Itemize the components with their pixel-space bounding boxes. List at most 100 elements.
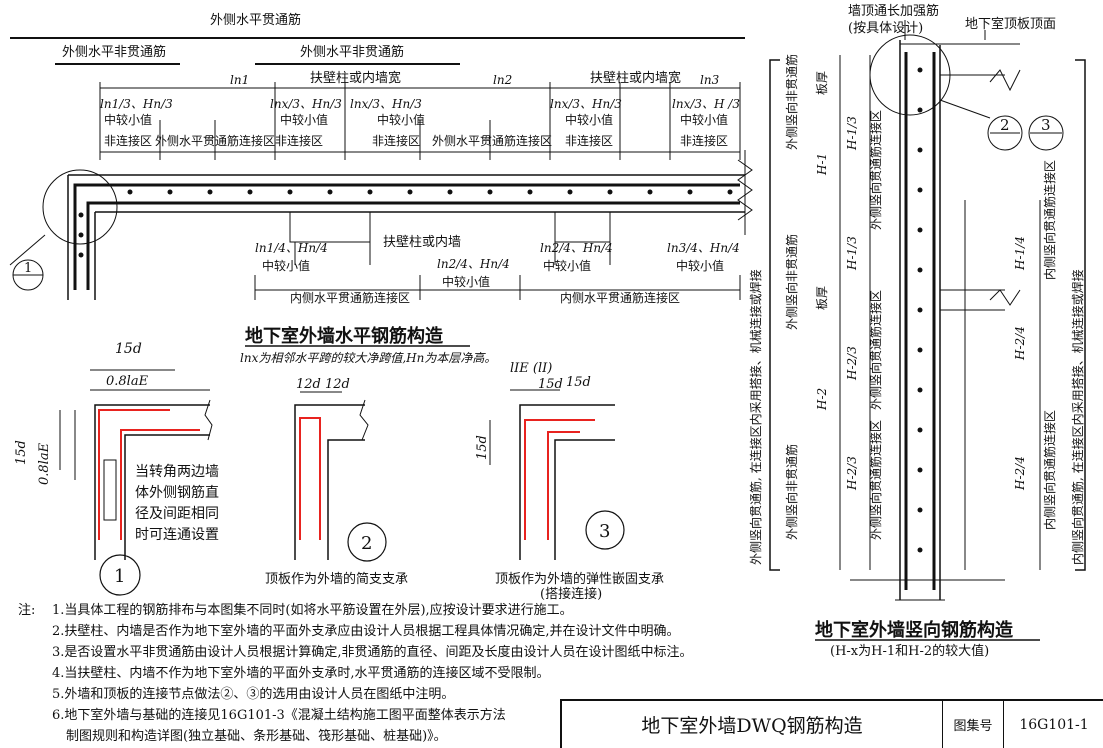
v-h-r2: H-2/4 [1013,326,1027,361]
v-h2: H-2 [815,388,829,411]
title-block-title: 地下室外墙DWQ钢筋构造 [562,701,943,748]
v-h-r3: H-2/4 [1013,456,1027,491]
h-zone-top-2: lnx/3、Hn/3 [270,97,342,111]
d3-side-15d: 15d [475,435,490,460]
title-block-code: 16G101-1 [1019,716,1089,733]
note-text: 制图规则和构造详图(独立基础、条形基础、筏形基础、桩基础)》。 [66,729,447,744]
v-slab-thk2: 板厚 [815,286,829,310]
v-subtitle: (H-x为H-1和H-2的较大值) [830,643,989,659]
h-zone-bot-4: ln3/4、Hn/4 [667,241,740,255]
v-slab-thk1: 板厚 [815,71,829,95]
note-prefix [18,663,52,684]
v-h1: H-1 [815,153,829,176]
v-h-mid1: H-1/3 [845,236,859,271]
h-marker-1: 1 [24,261,32,276]
v-h-bot: H-2/3 [845,456,859,491]
v-inner-joint2: 内侧竖向贯通筋连接区 [1042,410,1057,530]
note-row: 注: 1.当具体工程的钢筋排布与本图集不同时(如将水平筋设置在外层),应按设计要求… [18,600,693,621]
v-h-r1: H-1/4 [1013,236,1027,271]
d1-side-08: 0.8laE [37,442,52,485]
note-row: 5.外墙和顶板的连接节点做法②、③的选用由设计人员在图纸中注明。 [18,684,693,705]
note-text: 3.是否设置水平非贯通筋由设计人员根据计算确定,非贯通筋的直径、间距及长度由设计… [52,645,693,660]
vertical-dots [917,67,923,553]
horizontal-section [9,37,753,347]
h-nonjoint-2: 非连接区 [275,133,323,148]
note-text: 4.当扶壁柱、内墙不作为地下室外墙的平面外支承时,水平贯通筋的连接区域不受限制。 [52,666,550,681]
v-outer-joint1: 外侧竖向贯通筋连接区 [868,110,883,230]
h-outer-joint-2: 外侧水平贯通筋连接区 [432,133,552,148]
detail-3 [489,389,625,560]
h-inner-joint-2: 内侧水平贯通筋连接区 [560,290,680,305]
d3-caption2: (搭接连接) [540,586,602,602]
d1-15d: 15d [115,341,142,357]
h-nonjoint-5: 非连接区 [680,133,728,148]
d1-side-15d: 15d [14,440,29,465]
h-smaller-b4: 中较小值 [676,258,724,273]
h-mid-label: 外侧水平非贯通筋 [300,44,404,60]
note-row: 4.当扶壁柱、内墙不作为地下室外墙的平面外支承时,水平贯通筋的连接区域不受限制。 [18,663,693,684]
h-zone-bot-1: ln1/4、Hn/4 [255,241,328,255]
h-smaller-b2: 中较小值 [442,274,490,289]
d3-15d: 15d [538,377,563,392]
note-text: 2.扶壁柱、内墙是否作为地下室外墙的平面外支承应由设计人员根据工程具体情况确定,… [52,624,680,639]
v-title: 地下室外墙竖向钢筋构造 [815,619,1013,641]
h-ln3: ln3 [700,73,720,87]
note-prefix [18,705,52,726]
detail-1 [59,369,213,596]
horizontal-dots [78,189,733,258]
h-zone-top-4: lnx/3、Hn/3 [550,97,622,111]
h-ln2: ln2 [493,73,512,87]
h-title: 地下室外墙水平钢筋构造 [245,325,443,347]
v-inner-joint1: 内侧竖向贯通筋连接区 [1042,160,1057,280]
h-zone-top-3: lnx/3、Hn/3 [350,97,422,111]
h-smaller-4: 中较小值 [565,112,613,127]
note-prefix [18,621,52,642]
h-pilaster2: 扶壁柱或内墙宽 [590,70,681,86]
h-nonjoint-3: 非连接区 [372,133,420,148]
h-smaller-b3: 中较小值 [543,258,591,273]
title-block-label: 图集号 [943,701,1004,748]
v-slab-top: 地下室顶板顶面 [965,16,1056,32]
note-row: 制图规则和构造详图(独立基础、条形基础、筏形基础、桩基础)》。 [18,726,693,747]
h-inner-joint-1: 内侧水平贯通筋连接区 [290,290,410,305]
d1-note-3: 时可连通设置 [135,527,219,543]
d3-lle: lIE (lI) [510,361,552,376]
d3-15d-b: 15d [566,375,591,390]
d1-note-1: 体外侧钢筋直 [135,484,219,501]
h-smaller-5: 中较小值 [680,112,728,127]
v-outer-nc1: 外侧竖向非贯通筋 [784,54,799,150]
d2-num: 2 [361,533,372,554]
h-ln1: ln1 [230,73,249,87]
d1-note-2: 径及间距相同 [135,506,219,522]
v-c3: 3 [1041,116,1051,134]
vertical-section [769,20,1086,641]
notes: 注: 1.当具体工程的钢筋排布与本图集不同时(如将水平筋设置在外层),应按设计要求… [18,600,693,747]
d2-12d-a: 12d [296,377,321,392]
h-outer-joint-1: 外侧水平贯通筋连接区 [155,133,275,148]
v-top-bar: 墙顶通长加强筋 [848,3,939,19]
note-prefix [18,684,52,705]
h-smaller-b1: 中较小值 [262,258,310,273]
v-top-bar2: (按具体设计) [848,21,923,36]
note-row: 3.是否设置水平非贯通筋由设计人员根据计算确定,非贯通筋的直径、间距及长度由设计… [18,642,693,663]
d1-08: 0.8laE [106,374,149,389]
note-text: 1.当具体工程的钢筋排布与本图集不同时(如将水平筋设置在外层),应按设计要求进行… [52,603,573,618]
h-zone-bot-3: ln2/4、Hn/4 [540,241,613,255]
d1-num: 1 [114,566,125,587]
note-prefix [18,642,52,663]
note-prefix [18,726,52,747]
note-prefix: 注: [18,603,36,618]
detail-2 [294,391,387,562]
d2-caption: 顶板作为外墙的简支支承 [265,571,408,587]
h-pilaster1: 扶壁柱或内墙宽 [310,70,401,86]
note-row: 2.扶壁柱、内墙是否作为地下室外墙的平面外支承应由设计人员根据工程具体情况确定,… [18,621,693,642]
v-h-top: H-1/3 [845,116,859,151]
h-subtitle: lnx为相邻水平跨的较大净跨值,Hn为本层净高。 [240,351,496,365]
v-outer-joint3: 外侧竖向贯通筋连接区 [868,420,883,540]
v-outer-nc2: 外侧竖向非贯通筋 [784,234,799,330]
note-row: 6.地下室外墙与基础的连接见16G101-3《混凝土结构施工图平面整体表示方法 [18,705,693,726]
v-right-bracket: 内侧竖向贯通筋, 在连接区内采用搭接、机械连接或焊接 [1070,269,1085,565]
v-h-mid2: H-2/3 [845,346,859,381]
v-outer-joint2: 外侧竖向贯通筋连接区 [868,290,883,410]
